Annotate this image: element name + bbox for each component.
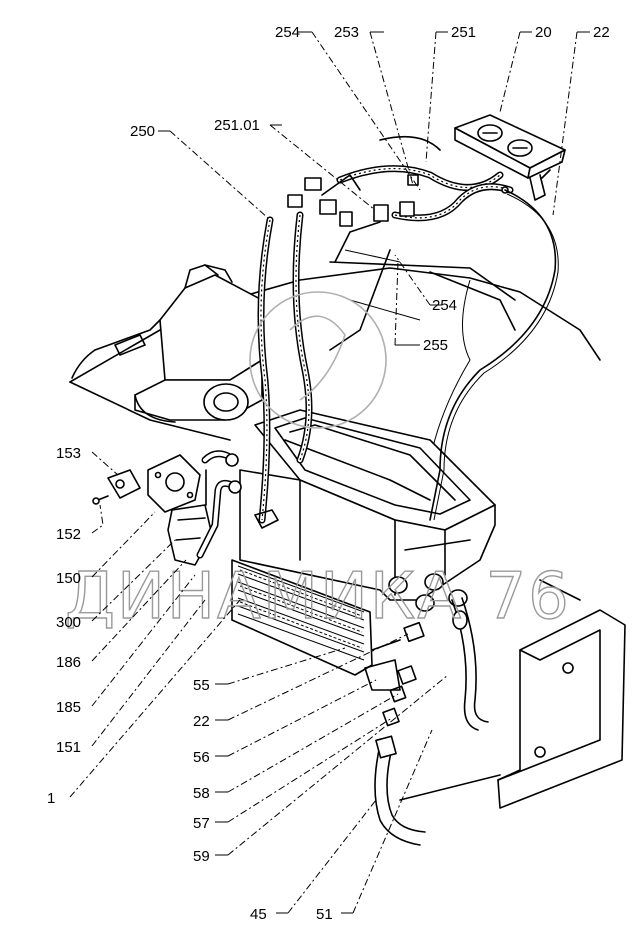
callout-59: 59 xyxy=(193,848,210,865)
callout-152: 152 xyxy=(56,526,81,543)
callout-251-01: 251.01 xyxy=(214,117,260,134)
cable-22 xyxy=(429,189,559,521)
callout-251: 251 xyxy=(451,24,476,41)
callout-254-top: 254 xyxy=(275,24,300,41)
callout-150: 150 xyxy=(56,570,81,587)
valve-group xyxy=(92,450,279,566)
callout-56: 56 xyxy=(193,749,210,766)
callout-250: 250 xyxy=(130,123,155,140)
callout-151: 151 xyxy=(56,739,81,756)
callout-22-top: 22 xyxy=(593,24,610,41)
callout-186: 186 xyxy=(56,654,81,671)
wiring-harness xyxy=(257,135,514,524)
callout-55: 55 xyxy=(193,677,210,694)
watermark-logo xyxy=(249,291,387,429)
mounting-bracket xyxy=(399,579,626,809)
blower-housing xyxy=(71,264,263,423)
switch-panel xyxy=(454,114,566,201)
heater-unit xyxy=(231,409,496,676)
water-hoses xyxy=(364,597,489,846)
callout-20: 20 xyxy=(535,24,552,41)
callout-255: 255 xyxy=(423,337,448,354)
watermark-text: ДИНАМИКА 76 xyxy=(65,560,571,634)
callout-labels: 254 253 251 20 22 250 251.01 254 255 153… xyxy=(47,24,610,923)
callout-22-bottom: 22 xyxy=(193,713,210,730)
callout-51: 51 xyxy=(316,906,333,923)
callout-57: 57 xyxy=(193,815,210,832)
callout-254-mid: 254 xyxy=(432,297,457,314)
callout-153: 153 xyxy=(56,445,81,462)
callout-253: 253 xyxy=(334,24,359,41)
callout-58: 58 xyxy=(193,785,210,802)
callout-300: 300 xyxy=(56,614,81,631)
callout-185: 185 xyxy=(56,699,81,716)
leader-lines xyxy=(69,31,590,914)
callout-45: 45 xyxy=(250,906,267,923)
callout-1: 1 xyxy=(47,790,55,807)
core-fins xyxy=(237,565,365,661)
